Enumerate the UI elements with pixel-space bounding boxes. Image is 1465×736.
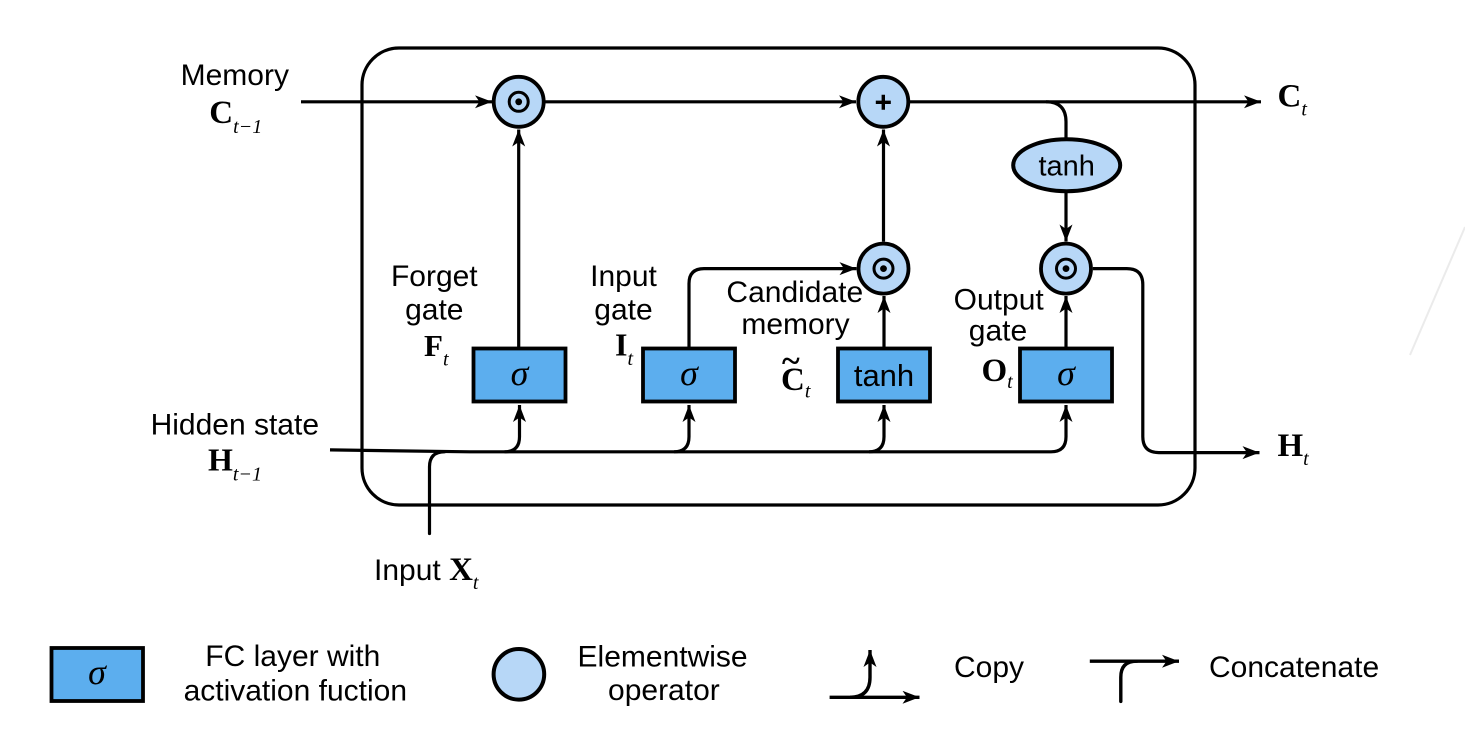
svg-text:Input: Input: [590, 260, 657, 293]
svg-text:FC layer with: FC layer with: [205, 640, 380, 673]
svg-text:tanh: tanh: [1038, 151, 1094, 183]
svg-text:σ: σ: [1057, 353, 1076, 393]
svg-text:Ct−1: Ct−1: [209, 95, 262, 138]
svg-text:tanh: tanh: [854, 358, 914, 393]
svg-text:Memory: Memory: [181, 59, 289, 92]
svg-text:Hidden state: Hidden state: [151, 409, 319, 442]
svg-text:activation fuction: activation fuction: [184, 674, 407, 707]
svg-text:Ht−1: Ht−1: [208, 442, 262, 486]
svg-text:gate: gate: [594, 294, 652, 327]
svg-text:σ: σ: [680, 353, 699, 393]
svg-text:Concatenate: Concatenate: [1209, 651, 1379, 684]
svg-text:operator: operator: [608, 674, 720, 707]
svg-text:σ: σ: [511, 353, 530, 393]
svg-text:Ct: Ct: [1278, 79, 1308, 121]
svg-text:Copy: Copy: [954, 651, 1024, 684]
svg-text:Candidate: Candidate: [726, 276, 863, 309]
svg-text:~: ~: [782, 343, 800, 380]
svg-text:Output: Output: [954, 284, 1045, 317]
svg-text:gate: gate: [405, 294, 463, 327]
svg-text:Input Xt: Input Xt: [374, 552, 479, 594]
svg-text:memory: memory: [741, 308, 849, 341]
svg-text:Ot: Ot: [982, 353, 1014, 393]
svg-text:gate: gate: [969, 315, 1027, 348]
svg-text:Ht: Ht: [1278, 428, 1310, 470]
svg-text:It: It: [615, 327, 633, 371]
svg-text:Ft: Ft: [424, 328, 449, 371]
svg-text:σ: σ: [88, 652, 107, 692]
svg-text:Elementwise: Elementwise: [578, 640, 748, 673]
svg-text:Forget: Forget: [391, 260, 478, 293]
